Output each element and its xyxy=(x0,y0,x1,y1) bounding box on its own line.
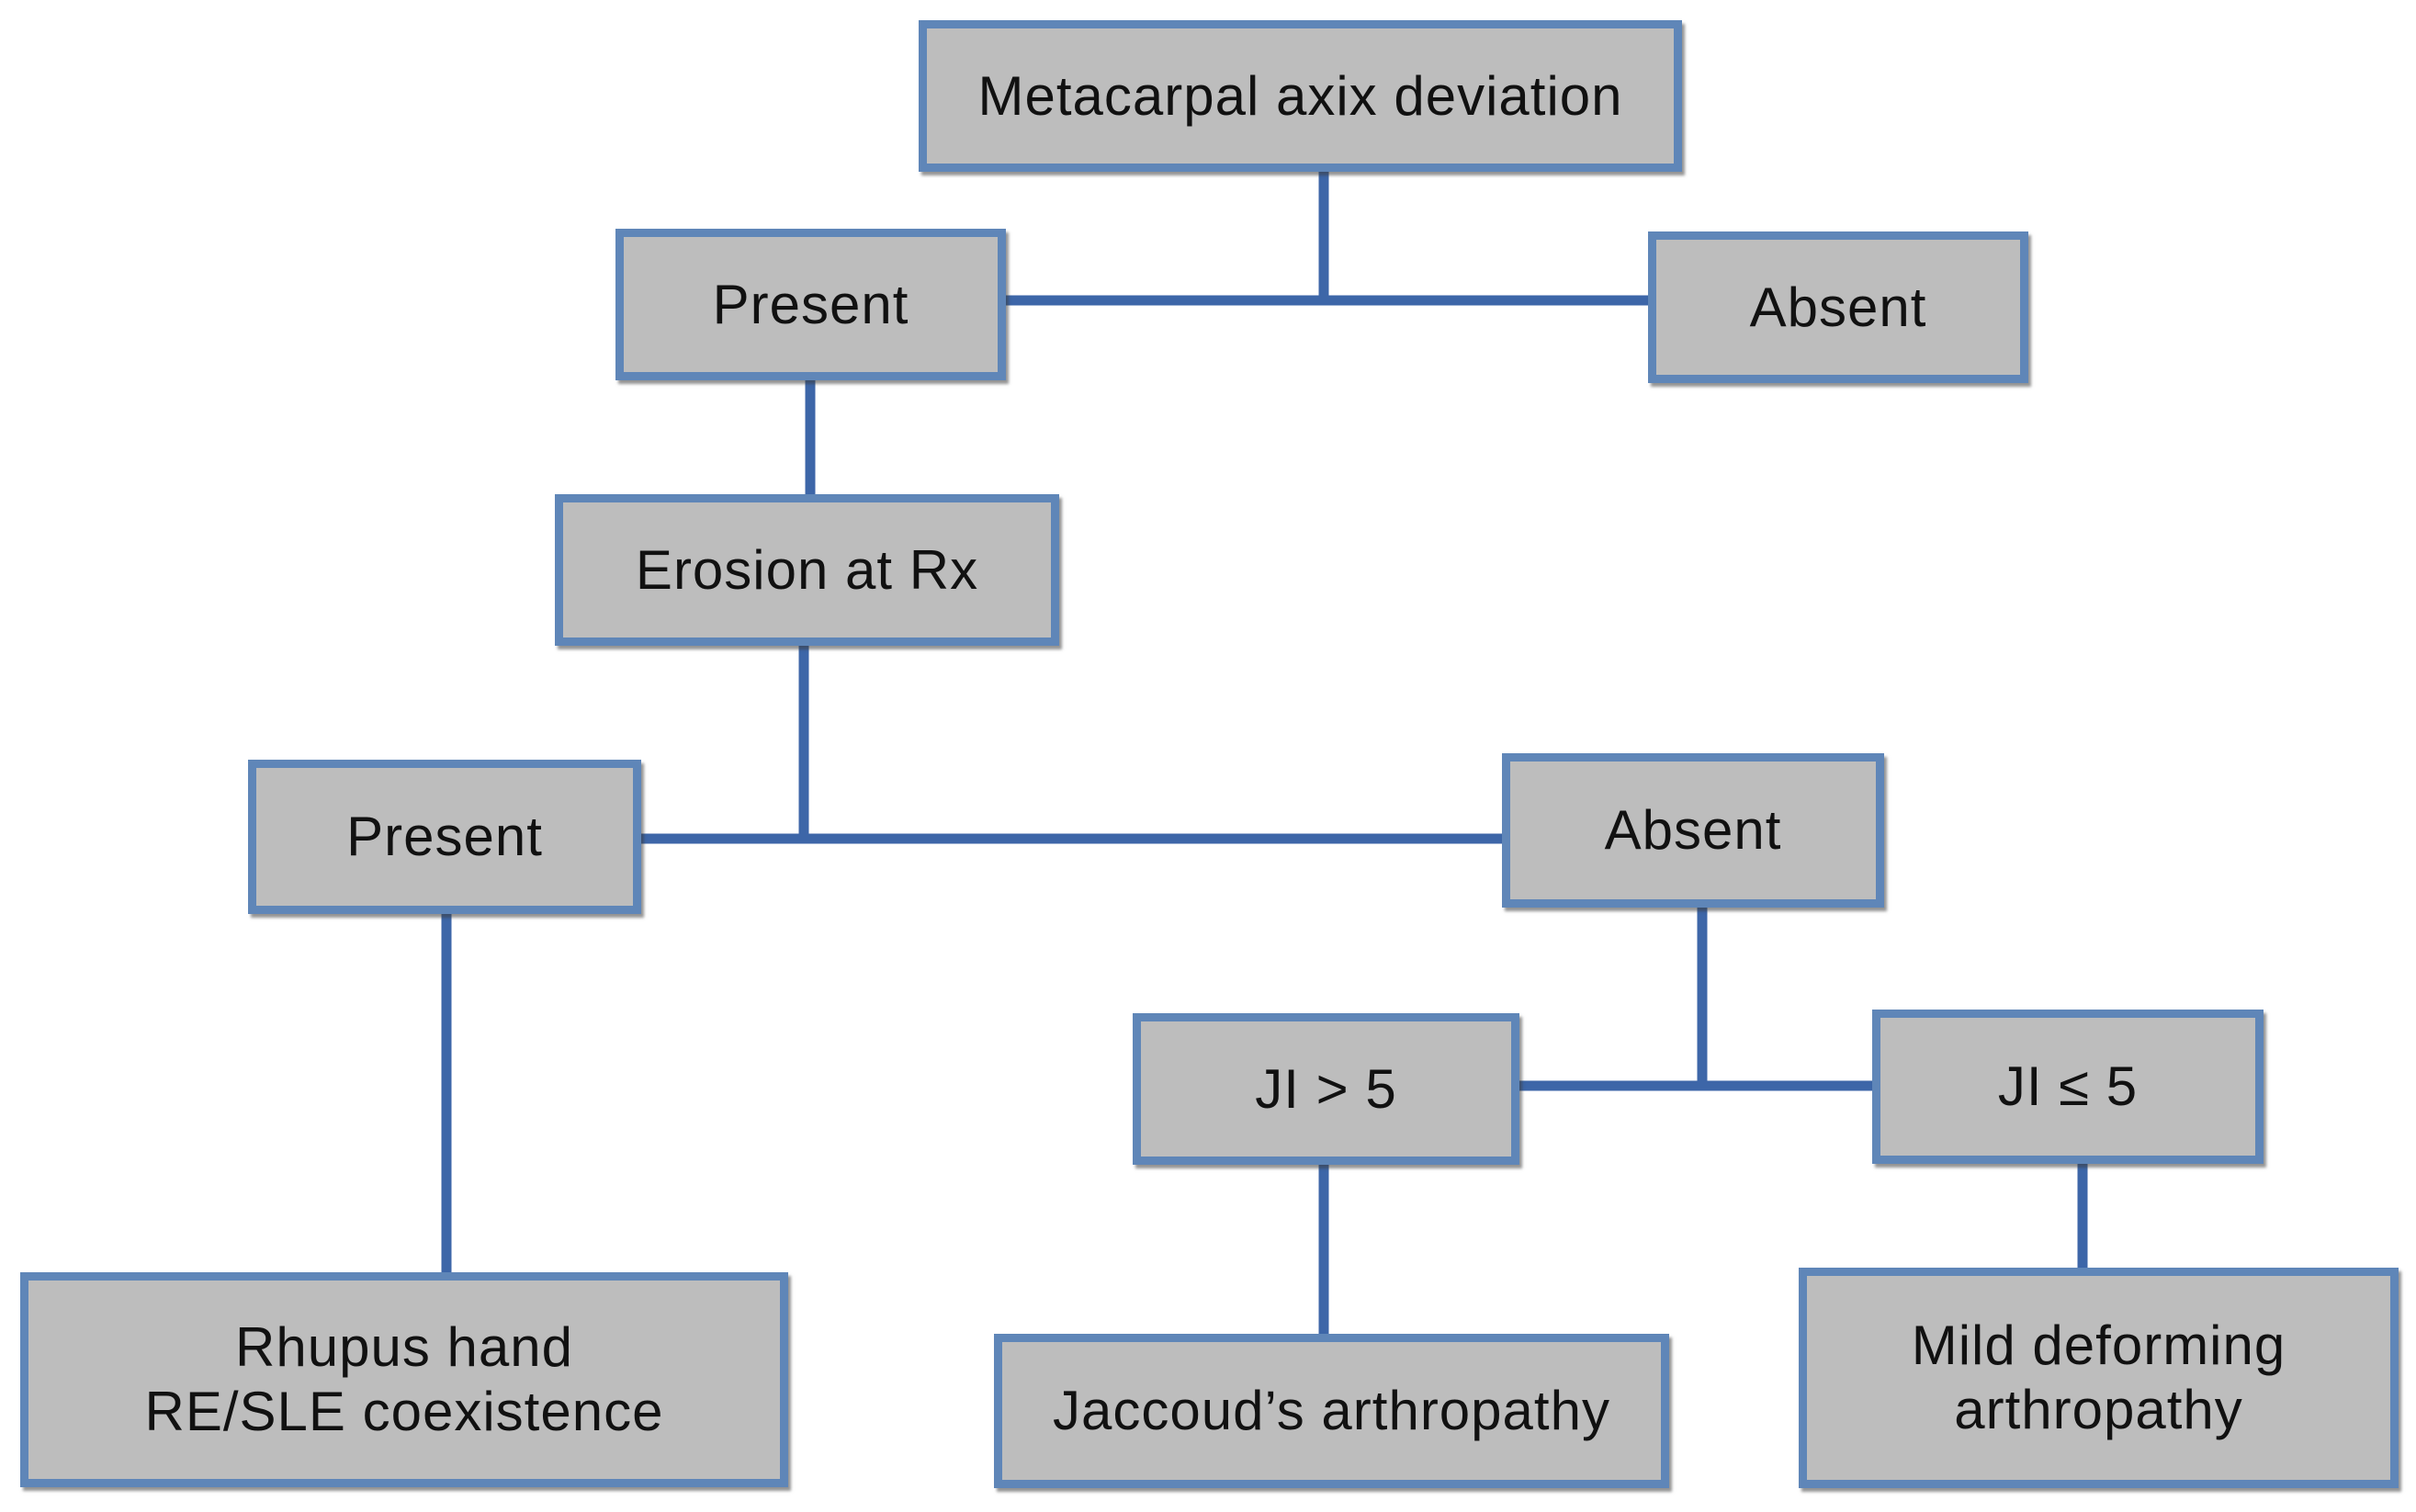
node-axis-present: Present xyxy=(615,229,1006,380)
node-label: JI ≤ 5 xyxy=(1997,1055,2139,1117)
node-label-line-2: RE/SLE coexistence xyxy=(144,1381,664,1442)
node-label: JI > 5 xyxy=(1255,1057,1397,1120)
node-rhupus-hand: Rhupus hand RE/SLE coexistence xyxy=(20,1272,788,1487)
node-label: Jaccoud’s arthropathy xyxy=(1053,1380,1610,1441)
node-label-line-1: Mild deforming xyxy=(1911,1315,2286,1376)
node-label: Present xyxy=(346,806,543,867)
node-label: Absent xyxy=(1604,799,1782,861)
node-erosion-present: Present xyxy=(248,760,641,914)
node-label: Present xyxy=(712,273,909,335)
node-label: Metacarpal axix deviation xyxy=(977,64,1623,127)
node-label: Absent xyxy=(1749,276,1927,338)
node-label: Rhupus hand RE/SLE coexistence xyxy=(145,1315,664,1444)
node-erosion-absent: Absent xyxy=(1502,753,1884,908)
node-label-line-1: Rhupus hand xyxy=(235,1316,573,1378)
node-label: Mild deforming arthropathy xyxy=(1912,1314,2286,1442)
node-label: Erosion at Rx xyxy=(635,538,979,601)
node-mild-deforming-arthropathy: Mild deforming arthropathy xyxy=(1799,1268,2399,1488)
node-erosion-at-rx: Erosion at Rx xyxy=(555,494,1059,646)
node-label-line-2: arthropathy xyxy=(1954,1379,2243,1440)
node-axis-absent: Absent xyxy=(1648,231,2028,383)
node-metacarpal-axis-deviation: Metacarpal axix deviation xyxy=(919,20,1682,172)
node-jaccouds-arthropathy: Jaccoud’s arthropathy xyxy=(994,1334,1669,1488)
node-ji-greater-than-5: JI > 5 xyxy=(1133,1013,1519,1165)
node-ji-less-equal-5: JI ≤ 5 xyxy=(1872,1010,2264,1164)
